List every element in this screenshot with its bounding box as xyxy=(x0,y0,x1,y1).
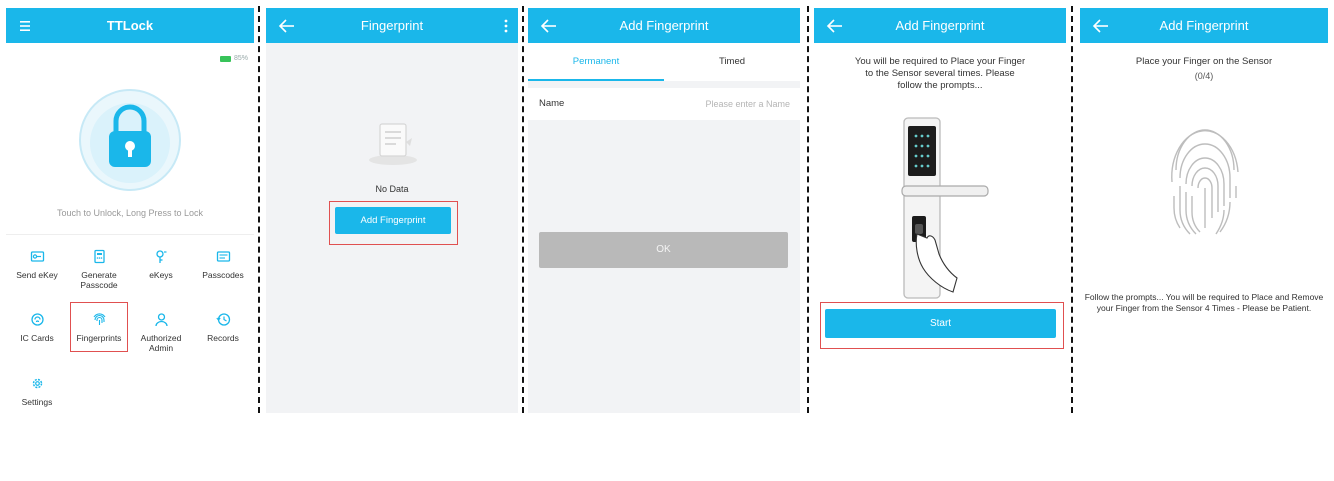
name-input[interactable] xyxy=(640,94,790,114)
add-fingerprint-highlight-box xyxy=(329,201,458,245)
screen-title: Add Fingerprint xyxy=(895,18,985,33)
dashed-separator xyxy=(522,6,524,413)
menu-icon[interactable] xyxy=(18,17,36,35)
grid-item-label: Authorized Admin xyxy=(140,333,182,353)
instructions-text: You will be required to Place your Finge… xyxy=(854,56,1026,91)
battery-indicator: 85% xyxy=(219,55,248,62)
grid-item-label: eKeys xyxy=(149,270,173,280)
grid-item-label: IC Cards xyxy=(20,333,54,343)
tab-permanent[interactable]: Permanent xyxy=(528,43,664,81)
grid-item-settings[interactable]: Settings xyxy=(8,376,66,407)
grid-item-records[interactable]: Records xyxy=(194,312,252,343)
dashed-separator xyxy=(807,6,809,413)
grid-item-ekeys[interactable]: eKeys xyxy=(132,249,190,280)
grid-item-ic-cards[interactable]: IC Cards xyxy=(8,312,66,343)
follow-prompts-text: Follow the prompts... You will be requir… xyxy=(1084,292,1324,313)
back-arrow-icon[interactable] xyxy=(826,17,844,35)
screen-title: Add Fingerprint xyxy=(1159,18,1249,33)
records-icon xyxy=(215,313,230,326)
battery-level: 85% xyxy=(233,55,248,62)
app-header: TTLock xyxy=(6,8,254,43)
grid-item-authorized-admin[interactable]: Authorized Admin xyxy=(132,312,190,353)
add-fingerprint-button[interactable]: Add Fingerprint xyxy=(335,207,451,234)
ok-button[interactable]: OK xyxy=(539,232,788,268)
screen-add-fingerprint-form: Add Fingerprint Permanent Timed Name OK xyxy=(528,8,800,413)
grid-item-send-ekey[interactable]: Send eKey xyxy=(8,249,66,280)
type-tabs: Permanent Timed xyxy=(528,43,800,81)
grid-item-label: Fingerprints xyxy=(76,333,122,343)
app-header: Add Fingerprint xyxy=(528,8,800,43)
screen-ttlock-home: TTLock 85% Touch to Unlock, Long Press t… xyxy=(6,8,254,413)
grid-item-generate-passcode[interactable]: Generate Passcode xyxy=(70,249,128,290)
unlock-hint-text: Touch to Unlock, Long Press to Lock xyxy=(56,208,204,218)
grid-item-label: Send eKey xyxy=(16,270,58,280)
grid-item-fingerprints[interactable]: Fingerprints xyxy=(70,312,128,343)
fingerprint-icon xyxy=(1171,129,1239,235)
app-header: Add Fingerprint xyxy=(814,8,1066,43)
fingerprints-highlight-box xyxy=(70,302,128,352)
battery-icon xyxy=(219,55,231,62)
start-highlight-box xyxy=(820,302,1064,349)
grid-item-label: Records xyxy=(207,333,239,343)
back-arrow-icon[interactable] xyxy=(540,17,558,35)
screen-title: Fingerprint xyxy=(360,18,424,33)
passcodes-icon xyxy=(216,251,230,262)
ekeys-icon xyxy=(155,250,166,263)
grid-item-label: Settings xyxy=(21,397,53,407)
name-label: Name xyxy=(539,98,565,109)
place-finger-title: Place your Finger on the Sensor xyxy=(1135,56,1273,67)
screen-title: Add Fingerprint xyxy=(619,18,709,33)
grid-item-label: Generate Passcode xyxy=(80,270,118,290)
screen-fingerprint-list: Fingerprint No Data Add Fingerprint xyxy=(266,8,518,413)
start-button[interactable]: Start xyxy=(825,309,1056,338)
scan-progress: (0/4) xyxy=(1194,71,1214,81)
name-row: Name xyxy=(528,88,800,120)
grid-item-passcodes[interactable]: Passcodes xyxy=(194,249,252,280)
tab-timed[interactable]: Timed xyxy=(718,56,746,67)
authorized-admin-icon xyxy=(154,313,168,327)
unlock-button-padlock-icon[interactable] xyxy=(78,73,182,198)
send-ekey-icon xyxy=(30,251,44,262)
grid-item-label: Passcodes xyxy=(202,270,244,280)
app-header: Add Fingerprint xyxy=(1080,8,1328,43)
dashed-separator xyxy=(1071,6,1073,413)
screen-place-finger: Add Fingerprint Place your Finger on the… xyxy=(1080,8,1328,413)
more-options-icon[interactable] xyxy=(502,17,510,35)
back-arrow-icon[interactable] xyxy=(278,17,296,35)
ic-cards-icon xyxy=(30,313,44,326)
empty-document-icon xyxy=(369,123,417,165)
dashed-separator xyxy=(258,6,260,413)
back-arrow-icon[interactable] xyxy=(1092,17,1110,35)
screen-add-fingerprint-instructions: Add Fingerprint You will be required to … xyxy=(814,8,1066,413)
app-header: Fingerprint xyxy=(266,8,518,43)
generate-passcode-icon xyxy=(93,249,105,264)
smart-lock-illustration xyxy=(901,117,989,299)
divider xyxy=(6,234,254,235)
settings-gear-icon xyxy=(32,378,42,389)
app-title: TTLock xyxy=(106,18,154,33)
no-data-text: No Data xyxy=(375,184,409,194)
fingerprint-icon xyxy=(93,313,105,325)
